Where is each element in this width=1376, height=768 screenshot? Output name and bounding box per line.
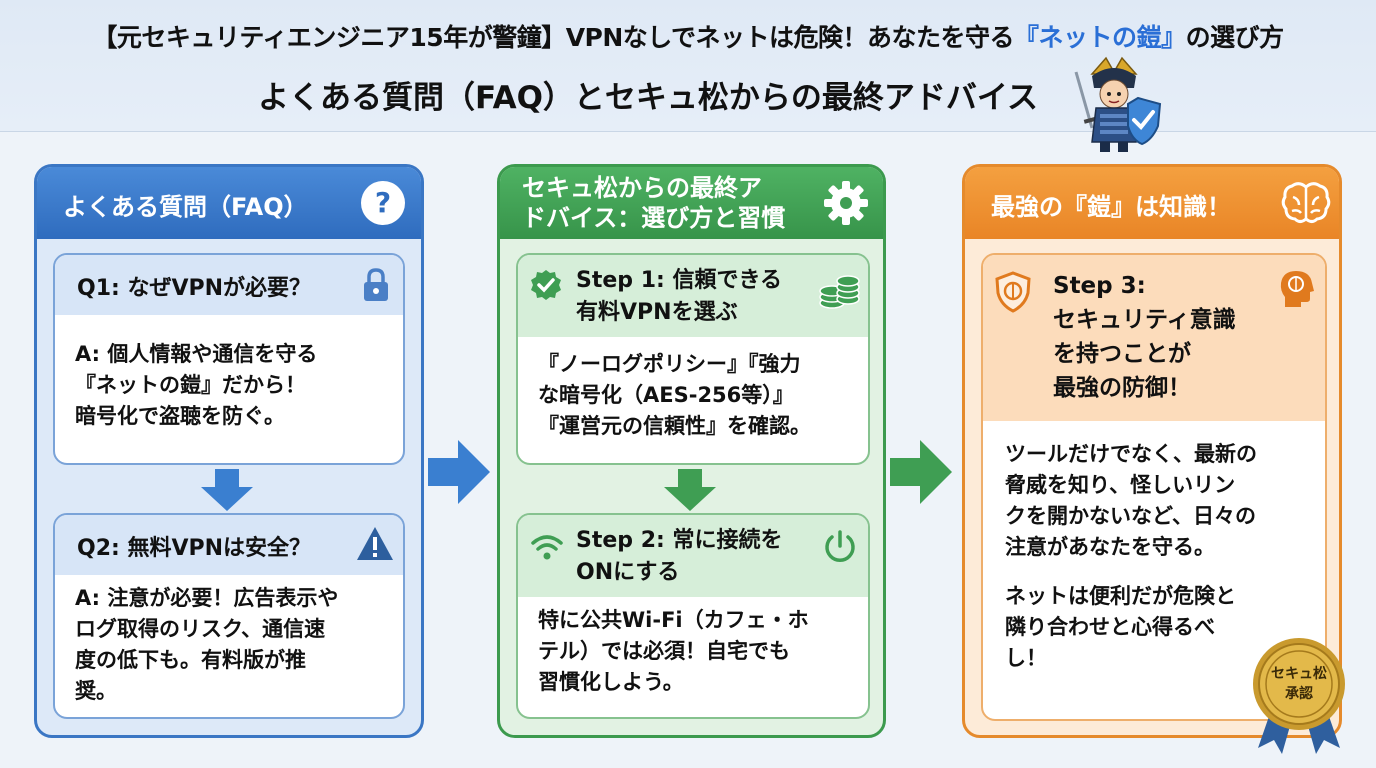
badge-text: セキュ松 承認 (1271, 666, 1327, 702)
faq-q1-card: Q1: なぜVPNが必要？ A: 個人情報や通信を守る 『ネットの鎧』だから！ … (53, 253, 405, 465)
advice-panel-header: セキュ松からの最終ア ドバイス：選び方と習慣 (500, 167, 883, 239)
step1-title: Step 1: 信頼できる 有料VPNを選ぶ (576, 268, 783, 325)
step3-card: Step 3: セキュリティ意識 を持つことが 最強の防御！ ツールだけでなく、… (981, 253, 1327, 721)
faq-panel-header: よくある質問（FAQ） ? (37, 167, 421, 239)
right-arrow-icon (428, 440, 490, 504)
step2-title: Step 2: 常に接続を ONにする (576, 528, 783, 585)
title-highlight: 『ネットの鎧』 (1014, 23, 1186, 52)
page-title: 【元セキュリティエンジニア15年が警鐘】VPNなしでネットは危険！あなたを守る『… (92, 23, 1284, 52)
faq-q2-question: Q2: 無料VPNは安全？ (77, 536, 312, 561)
right-arrow-icon (890, 440, 952, 504)
power-icon (825, 530, 855, 562)
page-subtitle: よくある質問（FAQ）とセキュ松からの最終アドバイス (257, 80, 1039, 116)
approval-badge: セキュ松 承認 (1250, 636, 1348, 756)
brain-head-icon (1280, 271, 1314, 307)
samurai-mascot-icon (1074, 56, 1162, 152)
step1-card: Step 1: 信頼できる 有料VPNを選ぶ 『ノーログポリシー』『強力 な暗号… (516, 253, 870, 465)
step3-body-2: ネットは便利だが危険と 隣り合わせと心得るべ し！ (1005, 584, 1236, 670)
faq-q2-card: Q2: 無料VPNは安全？ A: 注意が必要！広告表示や ログ取得のリスク、通信… (53, 513, 405, 719)
check-shield-icon (531, 270, 561, 300)
lock-icon (364, 268, 388, 301)
down-arrow-icon (201, 469, 253, 511)
brain-shield-icon (995, 271, 1031, 313)
faq-q1-answer: A: 個人情報や通信を守る 『ネットの鎧』だから！ 暗号化で盗聴を防ぐ。 (75, 342, 318, 428)
step2-card: Step 2: 常に接続を ONにする 特に公共Wi-Fi（カフェ・ホ テル）で… (516, 513, 870, 719)
advice-panel: セキュ松からの最終ア ドバイス：選び方と習慣 Step 1: 信頼できる 有料V… (497, 164, 886, 738)
step3-title: Step 3: セキュリティ意識 を持つことが 最強の防御！ (1053, 273, 1236, 401)
faq-q1-question: Q1: なぜVPNが必要？ (77, 276, 312, 301)
faq-panel-title: よくある質問（FAQ） (63, 193, 308, 221)
knowledge-panel: 最強の『鎧』は知識！ Step 3: セキュリティ意識 を持つことが 最強の防御… (962, 164, 1342, 738)
down-arrow-icon (664, 469, 716, 511)
step2-body: 特に公共Wi-Fi（カフェ・ホ テル）では必須！自宅でも 習慣化しよう。 (538, 608, 809, 694)
svg-text:?: ? (375, 186, 391, 219)
brain-icon (1281, 182, 1331, 223)
wifi-icon (531, 535, 563, 560)
step3-body-1: ツールだけでなく、最新の 脅威を知り、怪しいリン クを開かないなど、日々の 注意… (1005, 442, 1257, 559)
coins-icon (819, 275, 860, 309)
step1-body: 『ノーログポリシー』『強力 な暗号化（AES-256等）』 『運営元の信頼性』を… (538, 352, 811, 438)
faq-panel: よくある質問（FAQ） ? Q1: なぜVPNが必要？ A: 個人情報や通信を守… (34, 164, 424, 738)
gear-icon (824, 181, 868, 225)
warning-icon (357, 527, 393, 560)
knowledge-panel-title: 最強の『鎧』は知識！ (991, 193, 1231, 221)
question-icon: ? (361, 181, 405, 225)
knowledge-panel-header: 最強の『鎧』は知識！ (965, 167, 1339, 239)
advice-panel-title: セキュ松からの最終ア ドバイス：選び方と習慣 (522, 174, 786, 232)
faq-q2-answer: A: 注意が必要！広告表示や ログ取得のリスク、通信速 度の低下も。有料版が推 … (75, 586, 339, 703)
approval-badge-icon (1253, 638, 1345, 754)
header-banner: 【元セキュリティエンジニア15年が警鐘】VPNなしでネットは危険！あなたを守る『… (0, 0, 1376, 132)
